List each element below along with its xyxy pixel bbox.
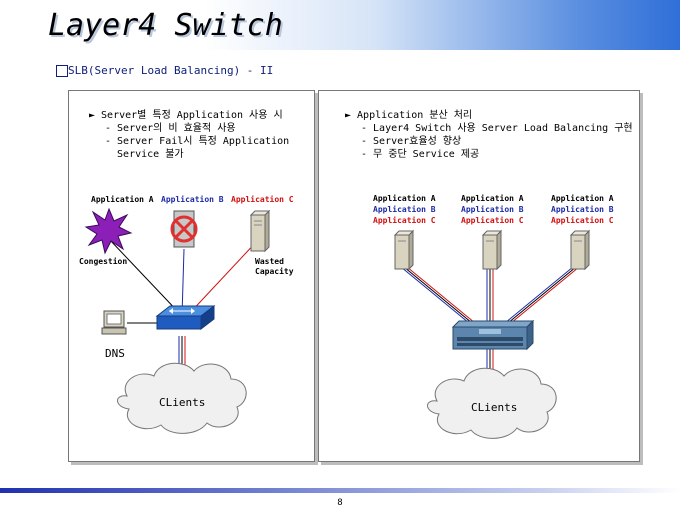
left-diagram bbox=[84, 207, 271, 434]
congestion-icon bbox=[84, 207, 133, 255]
title-band bbox=[0, 0, 680, 50]
wasted-label: Wasted bbox=[255, 257, 284, 266]
clients-cloud-icon bbox=[117, 362, 247, 434]
switch-icon bbox=[155, 304, 216, 331]
server-icon bbox=[249, 209, 271, 253]
server2-app-b-label: Application B bbox=[461, 205, 524, 214]
right-bullet-item: - Server효율성 향상 bbox=[361, 136, 462, 147]
link-switch-server-2 bbox=[486, 267, 494, 321]
server2-app-c-label: Application C bbox=[461, 216, 524, 225]
server3-app-c-label: Application C bbox=[551, 216, 614, 225]
left-app-a-label: Application A bbox=[91, 195, 154, 204]
link-switch-congested bbox=[108, 238, 183, 317]
link-switch-server-3 bbox=[504, 266, 580, 324]
server3-app-b-label: Application B bbox=[551, 205, 614, 214]
server3-app-a-label: Application A bbox=[551, 194, 614, 203]
left-panel: ► Server별 특정 Application 사용 시 - Server의 … bbox=[68, 90, 315, 462]
dns-computer-icon bbox=[101, 310, 127, 335]
left-app-b-label: Application B bbox=[161, 195, 224, 204]
layer4-switch-icon bbox=[451, 319, 535, 351]
right-panel: ► Application 분산 처리 - Layer4 Switch 사용 S… bbox=[318, 90, 640, 462]
server2-app-a-label: Application A bbox=[461, 194, 524, 203]
left-bullet-head: ► Server별 특정 Application 사용 시 bbox=[89, 110, 283, 121]
right-clients-label: CLients bbox=[471, 401, 518, 414]
server1-app-a-label: Application A bbox=[373, 194, 436, 203]
failed-server-icon bbox=[170, 210, 198, 248]
link-switch-server-1 bbox=[400, 266, 476, 324]
checkbox-icon bbox=[56, 65, 68, 77]
page-number: 8 bbox=[337, 498, 343, 508]
server-icon bbox=[481, 229, 503, 271]
congestion-label: Congestion bbox=[79, 257, 128, 266]
right-bullet-item: - 무 중단 Service 제공 bbox=[361, 149, 480, 160]
left-bullet-item: - Server의 비 효율적 사용 bbox=[105, 123, 236, 134]
dns-label: DNS bbox=[105, 347, 125, 360]
slide-subtitle: SLB(Server Load Balancing) - II bbox=[68, 64, 274, 77]
left-app-c-label: Application C bbox=[231, 195, 294, 204]
right-bullet-head: ► Application 분산 처리 bbox=[345, 110, 473, 121]
server-icon bbox=[393, 229, 415, 271]
server1-app-c-label: Application C bbox=[373, 216, 436, 225]
server1-app-b-label: Application B bbox=[373, 205, 436, 214]
footer-bar bbox=[0, 488, 680, 493]
left-bullet-item: Service 불가 bbox=[105, 149, 184, 160]
left-bullet-item: - Server Fail시 특정 Application bbox=[105, 136, 290, 147]
capacity-label: Capacity bbox=[255, 267, 294, 276]
link-switch-wasted bbox=[186, 238, 260, 317]
page-title: Layer4 Switch bbox=[48, 8, 283, 43]
left-clients-label: CLients bbox=[159, 396, 206, 409]
right-bullet-item: - Layer4 Switch 사용 Server Load Balancing… bbox=[361, 123, 633, 134]
server-icon bbox=[569, 229, 591, 271]
right-diagram bbox=[393, 229, 591, 439]
link-switch-failed bbox=[181, 248, 185, 317]
clients-cloud-icon bbox=[427, 367, 557, 439]
